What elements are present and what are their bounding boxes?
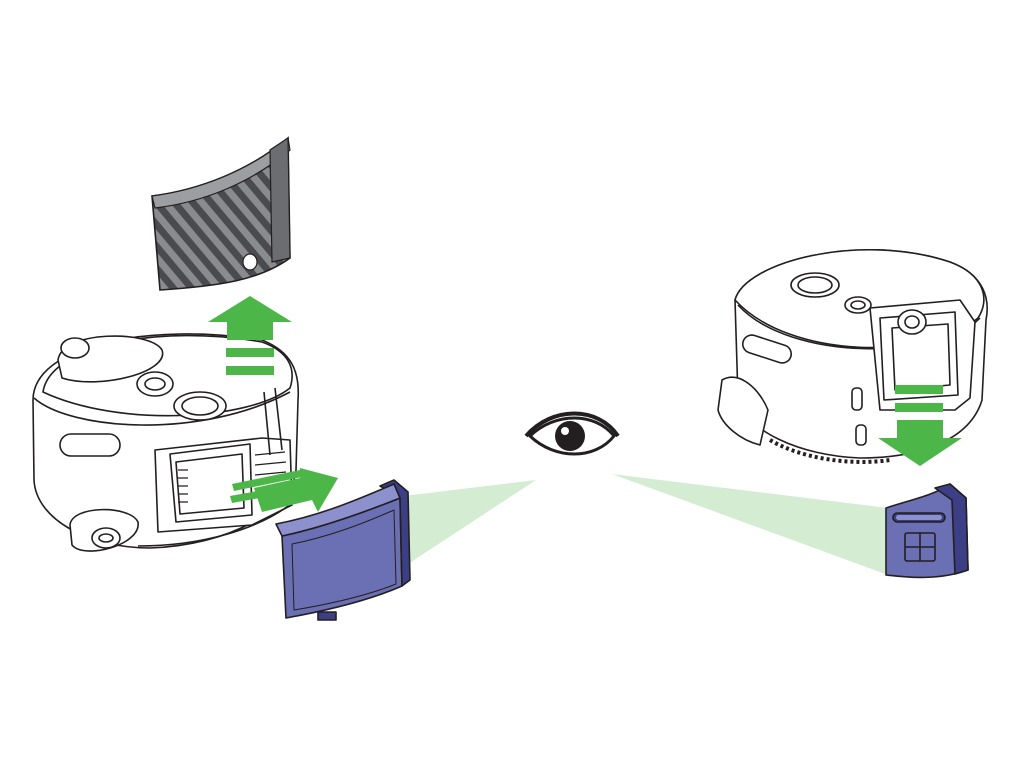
arrow-slide-icon <box>230 468 338 512</box>
robot-left <box>32 333 300 552</box>
arrow-up-icon <box>208 296 292 375</box>
grey-filter-cover <box>151 136 291 291</box>
blue-filter-panel <box>275 479 411 621</box>
arrow-down-icon <box>878 385 962 466</box>
robot-right <box>717 249 988 464</box>
blue-filter-cartridge <box>885 483 969 579</box>
eye-icon <box>524 411 620 456</box>
sight-cone-right <box>612 474 888 575</box>
sight-cone-left <box>404 480 536 566</box>
